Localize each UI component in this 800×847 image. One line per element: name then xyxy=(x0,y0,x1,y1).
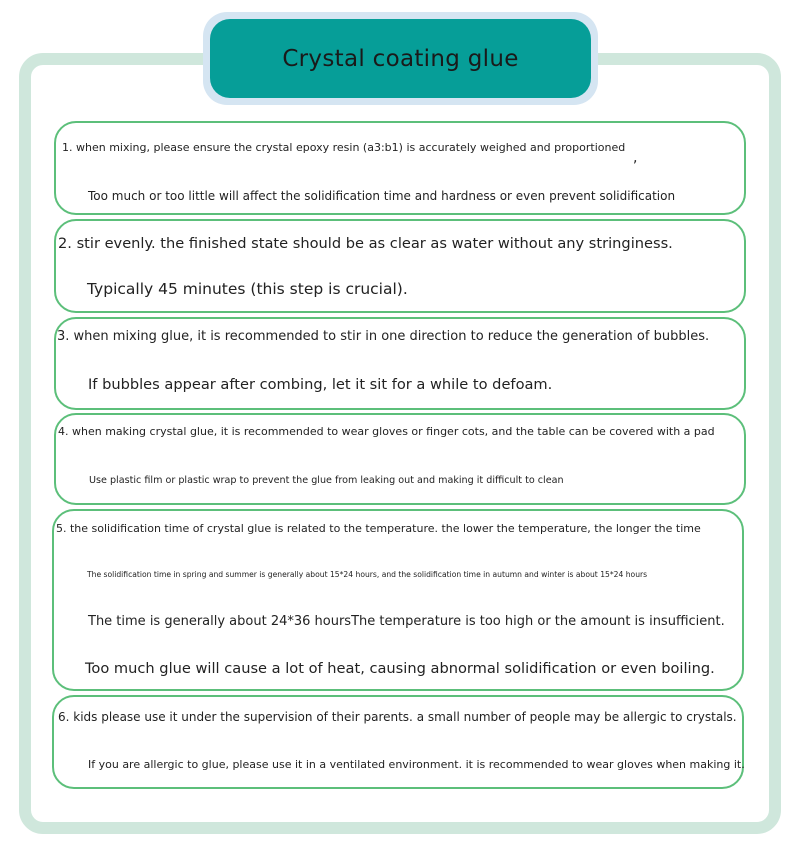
instruction-card-1 xyxy=(54,121,746,215)
instruction-heading-2: 2. stir evenly. the finished state shoul… xyxy=(58,235,673,252)
instruction-detail-3: If bubbles appear after combing, let it … xyxy=(88,376,553,393)
instruction-detail-5a: The solidification time in spring and su… xyxy=(87,570,648,579)
instruction-detail-6: If you are allergic to glue, please use … xyxy=(88,758,745,771)
instruction-detail-1: Too much or too little will affect the s… xyxy=(88,189,676,203)
instruction-detail-5b: The time is generally about 24*36 hoursT… xyxy=(88,614,725,629)
instruction-card-6 xyxy=(52,695,744,789)
page-title: Crystal coating glue xyxy=(282,45,519,72)
instruction-heading-4: 4. when making crystal glue, it is recom… xyxy=(58,425,715,438)
stray-comma: , xyxy=(633,150,638,166)
instruction-card-5 xyxy=(52,509,744,691)
instruction-heading-5: 5. the solidification time of crystal gl… xyxy=(56,522,701,535)
instruction-heading-1: 1. when mixing, please ensure the crysta… xyxy=(62,141,626,154)
instruction-detail-4: Use plastic film or plastic wrap to prev… xyxy=(89,475,564,486)
instruction-detail-2: Typically 45 minutes (this step is cruci… xyxy=(87,280,408,298)
instruction-card-4 xyxy=(54,413,746,505)
instruction-heading-3: 3. when mixing glue, it is recommended t… xyxy=(57,329,710,344)
instruction-card-3 xyxy=(54,317,746,410)
instruction-card-2 xyxy=(54,219,746,313)
title-badge: Crystal coating glue xyxy=(210,19,591,98)
instruction-detail-5c: Too much glue will cause a lot of heat, … xyxy=(85,660,715,677)
instruction-heading-6: 6. kids please use it under the supervis… xyxy=(58,710,737,724)
